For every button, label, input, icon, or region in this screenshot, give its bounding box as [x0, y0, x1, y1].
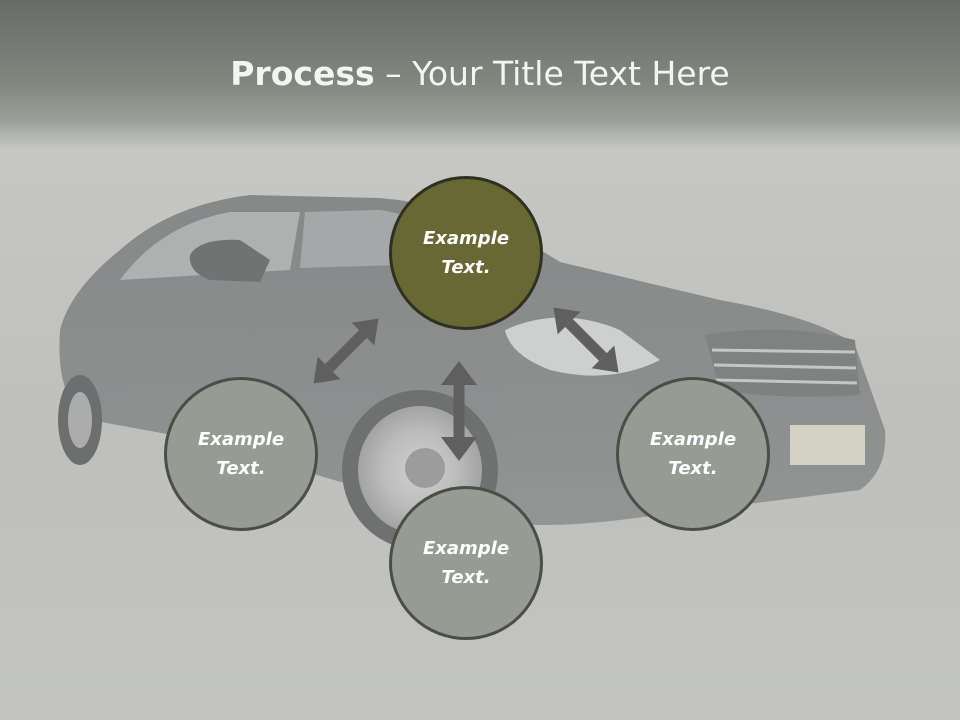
- node-text-line1: Example: [649, 429, 737, 450]
- double-arrow-left-top: [313, 318, 379, 384]
- node-text-line1: Example: [422, 228, 510, 249]
- title-rest: – Your Title Text Here: [374, 54, 730, 93]
- title-bold: Process: [230, 54, 375, 93]
- node-text-line2: Text.: [216, 458, 266, 479]
- node-text-line2: Text.: [441, 257, 491, 278]
- title-band: [0, 0, 960, 150]
- double-arrow-vertical: [441, 361, 477, 461]
- node-text-line2: Text.: [668, 458, 718, 479]
- node-text-line1: Example: [197, 429, 285, 450]
- double-arrow-top-right: [553, 307, 619, 373]
- node-text-line2: Text.: [441, 567, 491, 588]
- slide-title: Process – Your Title Text Here: [0, 52, 960, 96]
- node-text-line1: Example: [422, 538, 510, 559]
